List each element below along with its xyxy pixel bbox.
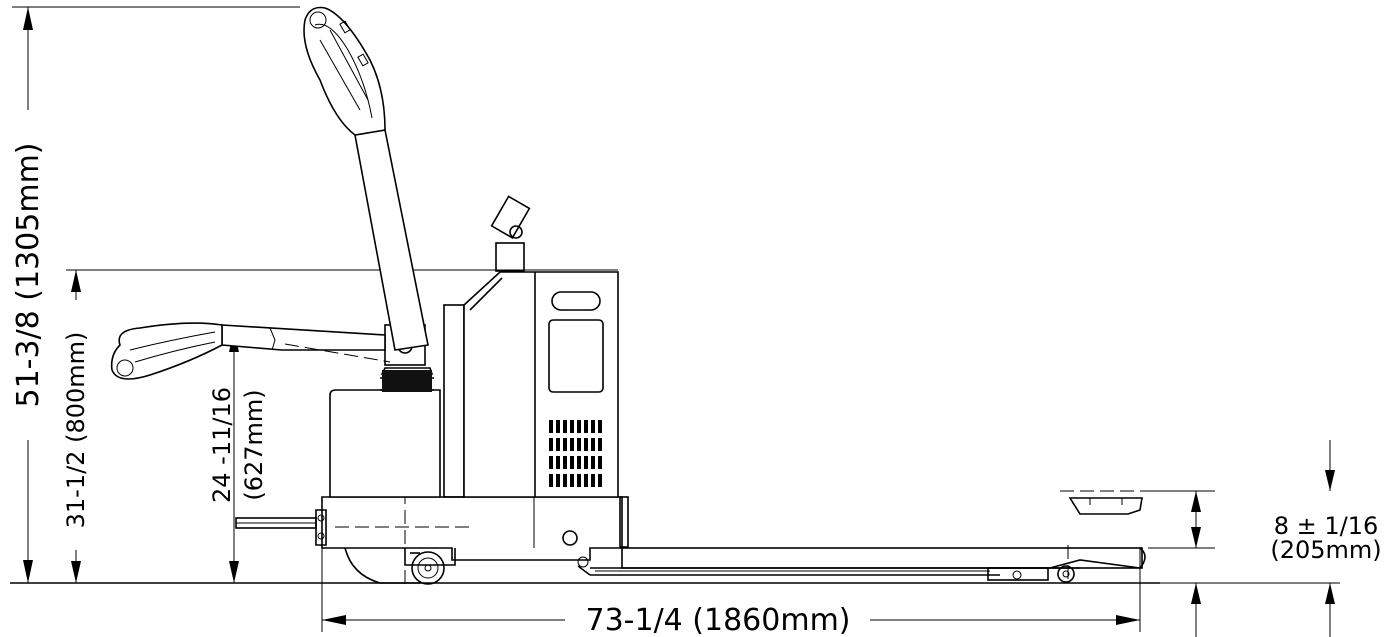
vent-slot — [549, 420, 553, 433]
vent-slot — [598, 438, 602, 451]
indicator-display — [490, 195, 531, 272]
vent-slot — [570, 474, 574, 487]
fork-lift-height-dimension: 8 ± 1/16 (205mm) — [1148, 440, 1382, 637]
vent-slot — [577, 438, 581, 451]
overall-height-dimension: 51-3/8 (1305mm) — [11, 6, 300, 583]
vent-slot — [598, 456, 602, 469]
vent-slot — [549, 438, 553, 451]
vent-slot — [556, 474, 560, 487]
vent-slot — [577, 420, 581, 433]
display-panel-icon — [548, 319, 604, 393]
vent-slot — [598, 420, 602, 433]
vent-slot — [556, 420, 560, 433]
vent-grille-icon — [549, 420, 602, 487]
fork-tine — [590, 490, 1150, 583]
vent-slot — [556, 438, 560, 451]
chassis-base — [321, 470, 629, 585]
tiller-arm-upright — [303, 6, 429, 351]
fork-lift-height-line1: 8 ± 1/16 — [1274, 512, 1379, 540]
fork-lift-height-line2: (205mm) — [1270, 536, 1381, 564]
vent-slot — [549, 474, 553, 487]
handle-low-height-line1: 24 -11/16 — [208, 387, 236, 503]
vent-slot — [563, 420, 567, 433]
vent-slot — [577, 474, 581, 487]
vent-slot — [577, 456, 581, 469]
overall-length-dimension: 73-1/4 (1860mm) — [321, 500, 1141, 637]
vent-slot — [563, 456, 567, 469]
step-platform — [235, 509, 327, 546]
vent-slot — [591, 420, 595, 433]
handle-low-height-line2: (627mm) — [240, 389, 268, 500]
vent-slot — [584, 438, 588, 451]
vent-slot — [584, 474, 588, 487]
vent-slot — [591, 438, 595, 451]
tiller-arm-lowered — [110, 322, 391, 380]
vent-slot — [570, 420, 574, 433]
vent-slot — [591, 456, 595, 469]
overall-length-label: 73-1/4 (1860mm) — [585, 603, 850, 637]
drive-wheel — [344, 547, 456, 585]
vent-slot — [556, 456, 560, 469]
body-height-dimension: 31-1/2 (800mm) — [62, 269, 618, 583]
drive-housing — [329, 304, 465, 498]
vent-slot — [549, 456, 553, 469]
vent-slot — [591, 474, 595, 487]
caster-wheel-icon — [411, 551, 445, 585]
overall-height-label: 51-3/8 (1305mm) — [11, 142, 46, 407]
vent-slot — [563, 474, 567, 487]
vent-slot — [563, 438, 567, 451]
body-height-label: 31-1/2 (800mm) — [62, 332, 90, 529]
vent-slot — [570, 438, 574, 451]
vent-slot — [570, 456, 574, 469]
vent-slot — [598, 474, 602, 487]
vent-slot — [584, 456, 588, 469]
vent-slot — [584, 420, 588, 433]
handle-low-height-dimension: 24 -11/16 (627mm) — [208, 330, 268, 583]
